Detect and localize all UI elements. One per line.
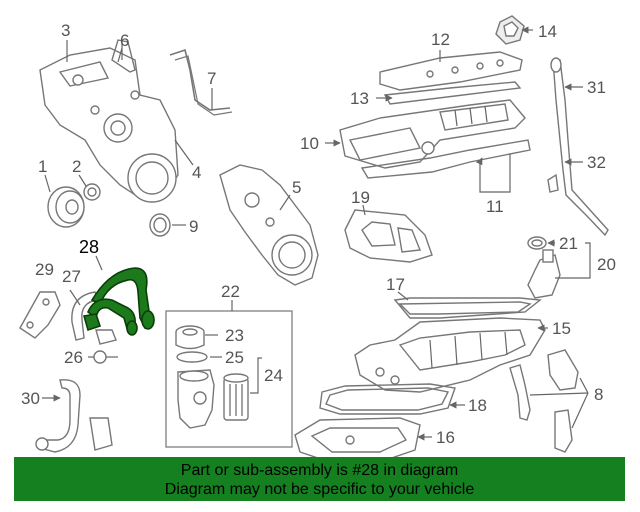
filter-group-box [165, 310, 293, 448]
grommet-14 [495, 15, 525, 45]
callout-5: 5 [292, 178, 301, 197]
callout-4: 4 [192, 163, 201, 182]
callout-22: 22 [221, 282, 240, 301]
callout-27: 27 [62, 267, 81, 286]
gasket-11 [360, 139, 531, 179]
oil-filter-cap-23 [175, 325, 205, 350]
gasket-7 [169, 48, 233, 116]
callout-18: 18 [468, 396, 487, 415]
banner-line-1: Part or sub-assembly is #28 in diagram [180, 462, 459, 479]
timing-case-cover [39, 47, 179, 203]
callout-28[interactable]: 28 [79, 237, 99, 257]
callout-29: 29 [35, 260, 54, 279]
callout-23: 23 [225, 326, 244, 345]
callout-10: 10 [300, 134, 319, 153]
callout-17: 17 [386, 275, 405, 294]
dipstick [547, 57, 609, 237]
callout-26: 26 [64, 348, 83, 367]
banner-line-2: Diagram may not be specific to your vehi… [164, 481, 475, 498]
oil-pan-15 [354, 317, 546, 393]
callout-2: 2 [72, 157, 81, 176]
gasket-13 [383, 81, 522, 105]
oil-filter-element [223, 373, 249, 421]
valve-cover-10 [339, 99, 526, 169]
callout-32: 32 [587, 153, 606, 172]
bracket-29 [19, 291, 61, 339]
bolt-2 [83, 183, 101, 201]
callout-7: 7 [207, 69, 216, 88]
highlighted-hose-28[interactable] [82, 267, 155, 336]
callout-30: 30 [21, 389, 40, 408]
callout-3: 3 [61, 21, 70, 40]
callout-24: 24 [264, 366, 283, 385]
info-banner: Part or sub-assembly is #28 in diagram D… [14, 457, 625, 501]
callout-21: 21 [559, 234, 578, 253]
callout-9: 9 [189, 217, 198, 236]
bolt-26 [93, 350, 118, 364]
lower-oil-pan-16 [294, 417, 421, 463]
pulley-1 [47, 186, 85, 228]
leader-lines [42, 26, 591, 441]
hose-27 [71, 291, 117, 345]
oil-sensor-20 [527, 236, 561, 299]
callout-13: 13 [350, 89, 369, 108]
callout-31: 31 [587, 78, 606, 97]
callout-labels: 3 6 7 4 1 2 9 5 10 12 13 14 31 32 11 19 … [21, 21, 616, 447]
o-ring-25 [176, 351, 208, 363]
brackets-8 [509, 349, 579, 453]
oil-pan-gasket-17 [393, 297, 542, 319]
cover-5 [219, 164, 319, 286]
callout-6: 6 [120, 31, 129, 50]
callout-19: 19 [351, 188, 370, 207]
callout-15: 15 [552, 319, 571, 338]
filter-housing-24 [177, 369, 215, 429]
baffle-19 [344, 209, 433, 263]
callout-1: 1 [38, 157, 47, 176]
callout-8: 8 [594, 385, 603, 404]
callout-20: 20 [597, 255, 616, 274]
gasket-18 [319, 383, 456, 415]
callout-14: 14 [538, 22, 557, 41]
callout-12: 12 [431, 30, 450, 49]
valve-cover-12 [379, 51, 523, 91]
callout-25: 25 [225, 348, 244, 367]
seal-9 [149, 213, 171, 237]
callout-11: 11 [486, 197, 504, 216]
hose-30 [35, 379, 113, 453]
callout-16: 16 [436, 428, 455, 447]
